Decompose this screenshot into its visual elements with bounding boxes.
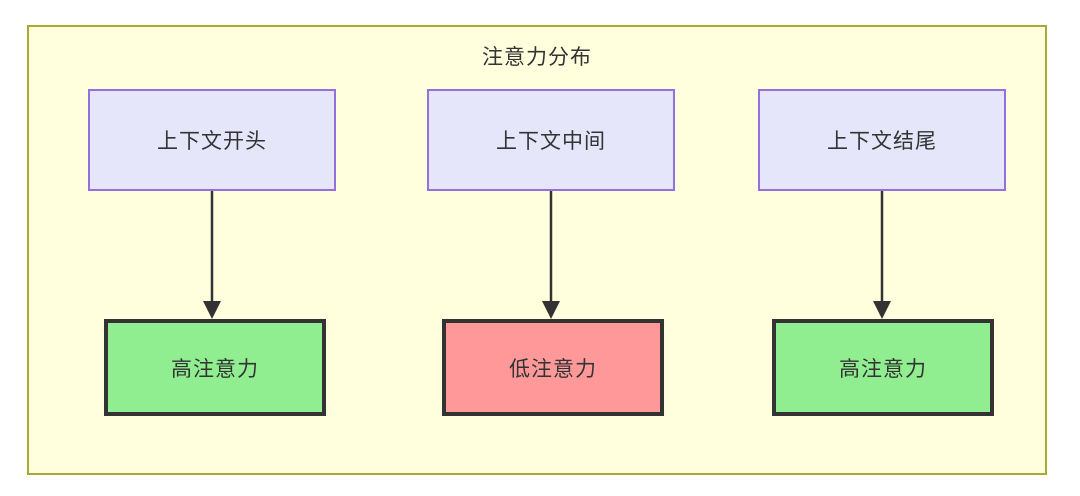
node-attention-low-middle-label: 低注意力 — [509, 357, 597, 381]
node-context-end-label: 上下文结尾 — [827, 130, 937, 153]
node-context-start-label: 上下文开头 — [157, 130, 267, 153]
node-context-end[interactable]: 上下文结尾 — [758, 89, 1006, 191]
node-context-start[interactable]: 上下文开头 — [88, 89, 336, 191]
node-attention-low-middle[interactable]: 低注意力 — [442, 319, 664, 416]
node-context-middle[interactable]: 上下文中间 — [427, 89, 675, 191]
node-context-middle-label: 上下文中间 — [496, 130, 606, 153]
subgraph-title: 注意力分布 — [482, 46, 592, 69]
node-attention-high-start-label: 高注意力 — [171, 357, 259, 381]
node-attention-high-end[interactable]: 高注意力 — [772, 319, 994, 416]
node-attention-high-end-label: 高注意力 — [839, 357, 927, 381]
node-attention-high-start[interactable]: 高注意力 — [104, 319, 326, 416]
